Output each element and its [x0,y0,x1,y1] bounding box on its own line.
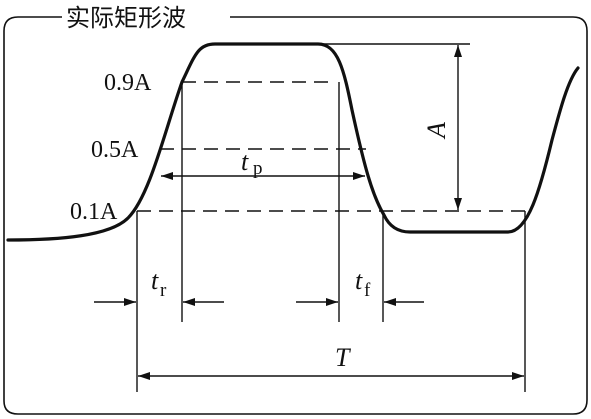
label-amplitude: A [422,122,451,140]
label-tf: t [355,266,363,295]
label-0.5A: 0.5A [91,137,139,163]
label-tr-subscript: r [160,280,167,301]
label-0.1A: 0.1A [70,199,118,225]
waveform-curve [6,42,580,242]
label-tp-subscript: p [253,158,263,179]
label-tf-subscript: f [364,280,371,301]
figure-frame [3,16,588,415]
label-0.9A: 0.9A [104,70,152,96]
figure-title: 实际矩形波 [66,4,186,32]
label-tp: t [241,147,249,176]
label-tr: t [151,266,159,295]
label-period: T [335,343,351,372]
